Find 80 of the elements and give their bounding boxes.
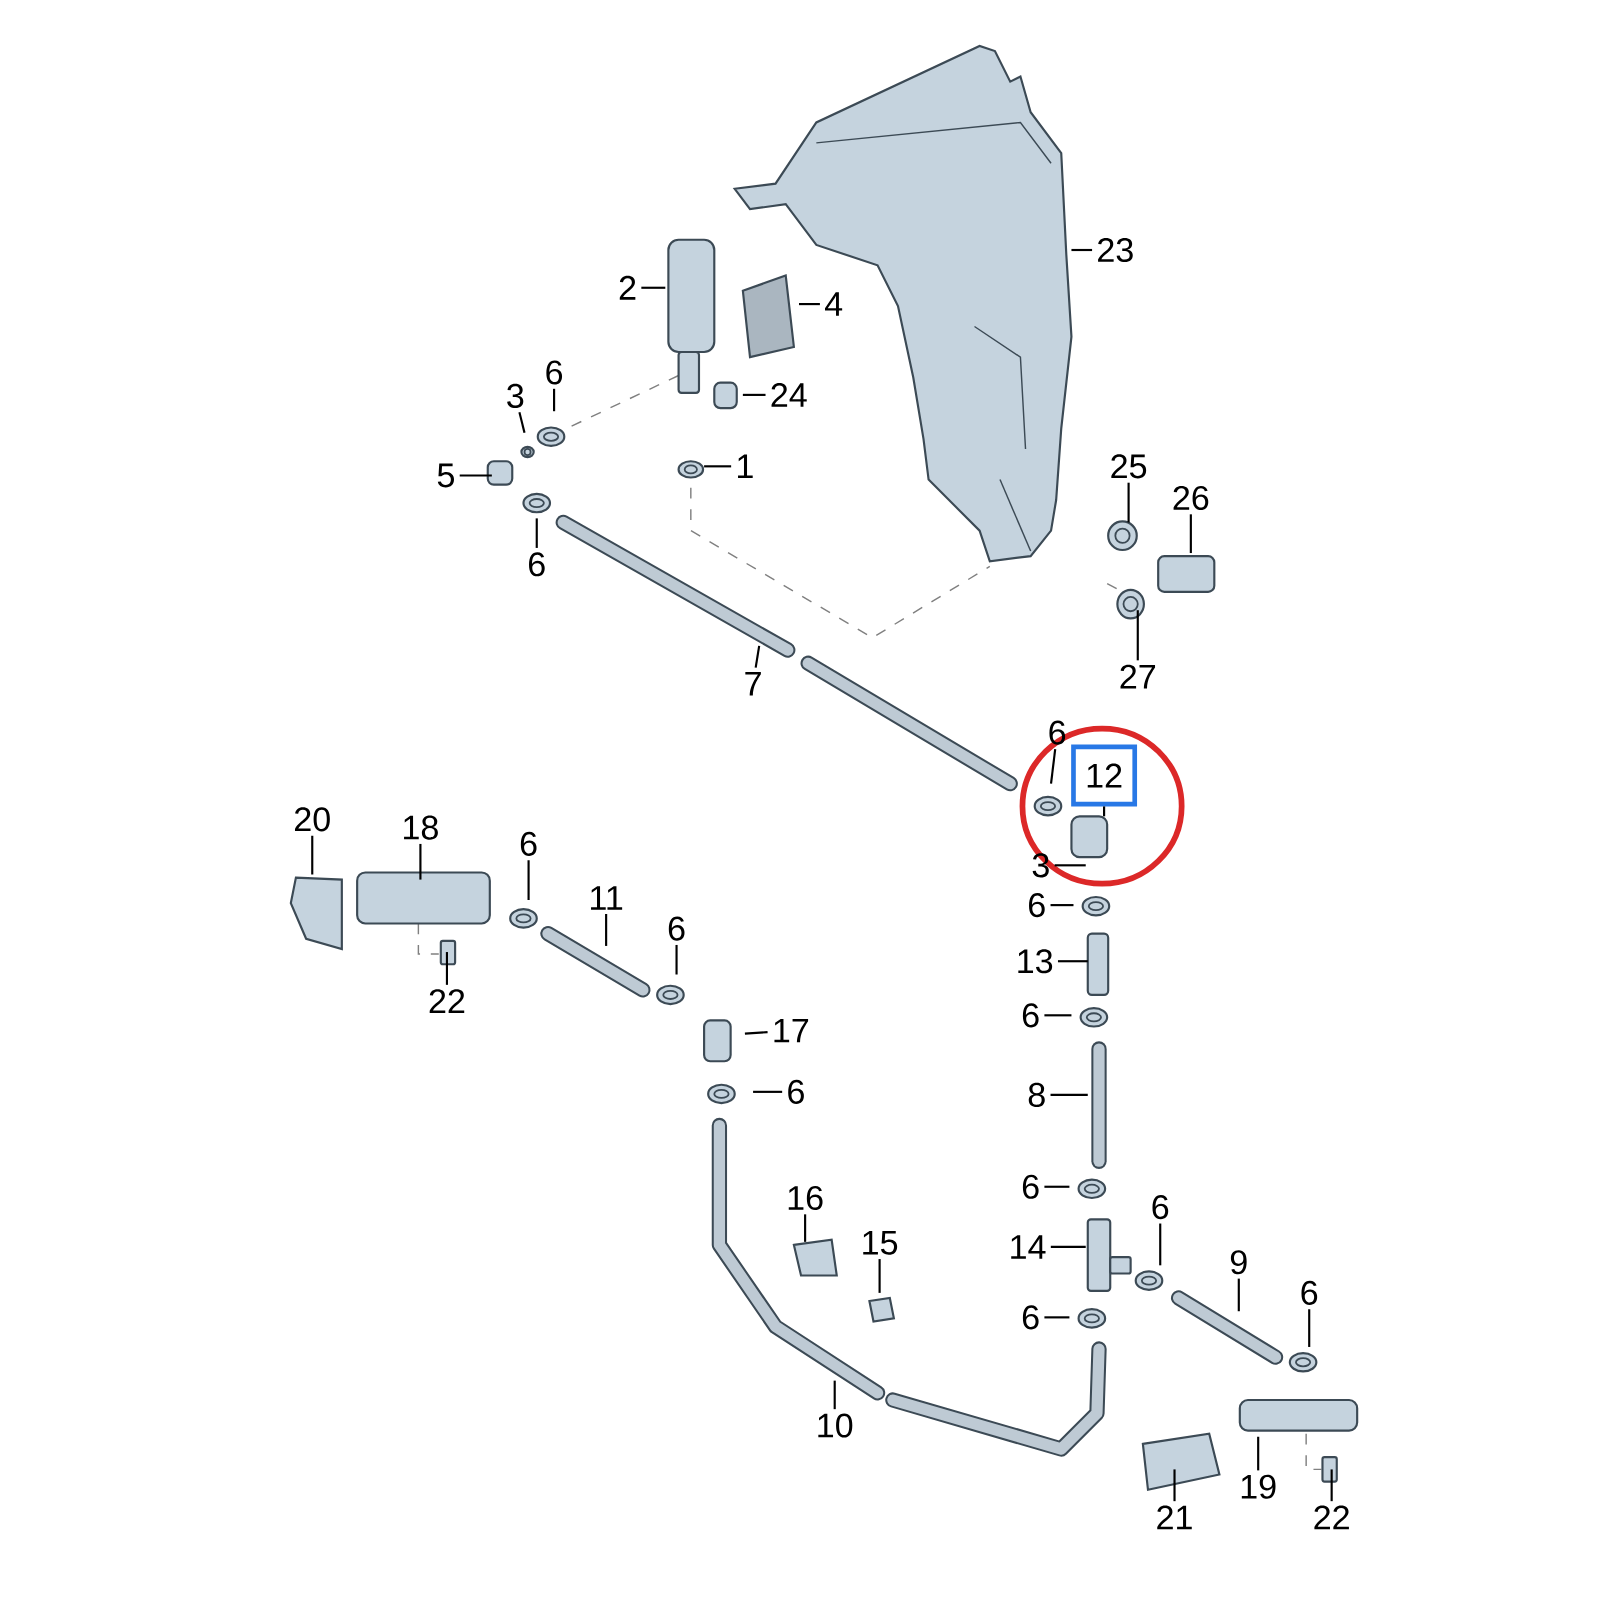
callout-number: 10 [818,1413,853,1438]
callout-number: 6 [1152,1195,1169,1220]
callout-number: 9 [1230,1250,1247,1275]
leader-line [878,1259,881,1293]
callout-number: 7 [745,671,761,696]
leader-line [675,944,678,975]
callout-number: 15 [863,1230,898,1255]
callout-number: 4 [825,292,843,316]
leader-line [1103,806,1106,817]
callout-number: 23 [1098,237,1133,263]
leader-line [1049,748,1057,784]
callout-number: 24 [771,383,807,407]
callout-number: 6 [1029,893,1045,918]
callout-number: 25 [1111,454,1147,479]
callout-number: 3 [1032,853,1049,878]
leader-line [641,286,666,289]
callout-number: 18 [404,815,438,840]
leader-line [419,843,422,880]
leader-line [1189,514,1192,554]
leader-line [445,952,449,985]
leader-line [1159,1223,1162,1266]
leader-line [1057,960,1088,963]
callout-number: 11 [591,886,623,910]
leader-line [753,1090,783,1093]
callout-number: 17 [774,1018,809,1043]
leader-line [527,860,530,900]
callout-number: 6 [1301,1280,1318,1305]
callout-number: 13 [1018,949,1053,974]
leader-line [1136,610,1139,661]
callout-number: 6 [1049,720,1066,745]
leader-line [742,393,766,396]
leader-line [1044,1316,1070,1319]
callout-number: 1 [738,454,753,479]
leader-line [799,303,820,306]
callout-number: 2 [619,275,636,300]
callout-number: 6 [546,360,563,385]
leader-line [553,388,556,412]
leader-line [1044,1014,1072,1017]
leader-line [1054,864,1086,867]
leader-line [804,1214,807,1242]
leader-line [1330,1469,1333,1502]
leader-line [605,914,608,946]
leader-line [1050,1245,1086,1249]
callout-number: 5 [437,463,454,488]
leader-line [833,1380,836,1410]
callout-number: 16 [788,1185,823,1211]
leader-line [744,1031,768,1035]
callout-number: 3 [507,383,524,408]
leader-line [1173,1469,1176,1502]
leader-line [1257,1436,1260,1471]
leader-line [535,518,538,548]
callout-number: 6 [1022,1174,1039,1199]
callout-number: 6 [668,916,685,941]
callout-number: 8 [1028,1082,1045,1107]
callout-number: 6 [1022,1003,1039,1028]
callout-number: 6 [520,831,537,856]
callout-number: 14 [1011,1235,1046,1259]
callout-number: 20 [295,807,330,832]
leader-line [459,474,492,477]
callout-number: 21 [1157,1505,1192,1530]
callout-number: 22 [1314,1505,1349,1530]
callout-number: 26 [1173,485,1209,511]
leader-line [1308,1309,1311,1347]
callout-number: 27 [1120,664,1156,689]
leader-line [1050,904,1074,907]
leader-line [1044,1185,1070,1188]
leader-line [1050,1093,1088,1096]
callout-number: 6 [788,1079,804,1104]
leader-line [754,645,761,668]
callout-number: 22 [429,989,465,1013]
leader-line [1071,248,1093,252]
leader-line [1127,482,1130,523]
leader-line [518,412,526,433]
leader-line [1237,1278,1240,1312]
leader-line [311,835,314,875]
leader-line [704,465,732,468]
callout-number: 6 [529,552,545,577]
callout-number: 19 [1241,1474,1276,1499]
callout-box: 12 [1071,744,1138,807]
callout-number: 6 [1022,1305,1039,1330]
